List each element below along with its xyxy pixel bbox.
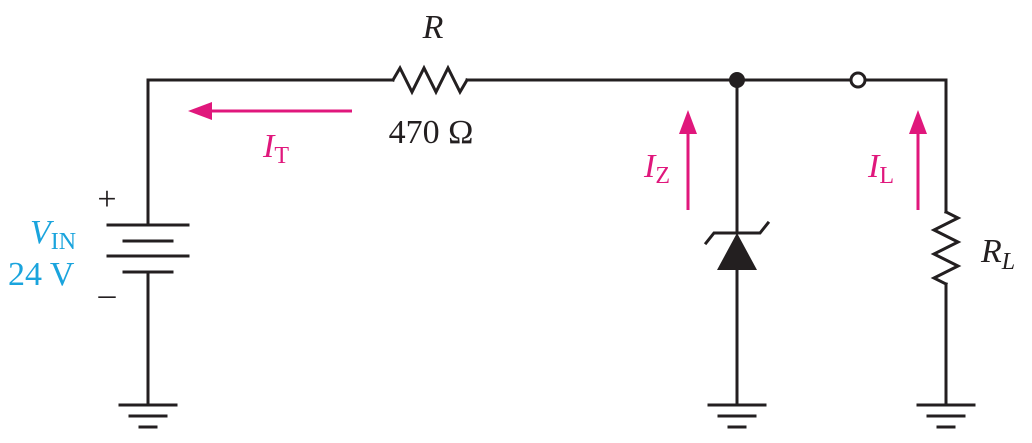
current-load-label: IL (867, 148, 894, 189)
battery-plus-sign: + (97, 181, 116, 218)
current-total-label: IT (262, 128, 289, 169)
output-terminal (849, 71, 867, 89)
current-zener-label: IZ (643, 148, 670, 189)
load-resistor: RL (930, 209, 1015, 287)
source-symbol-label: VIN (30, 214, 76, 255)
zener-diode (703, 220, 771, 270)
ground-zener (707, 403, 767, 429)
zener-triangle (717, 233, 757, 270)
current-load-arrow-head (909, 110, 927, 134)
current-zener-arrow-head (679, 110, 697, 134)
current-total: IT (188, 102, 352, 169)
resistor-value-label: 470 Ω (389, 114, 474, 151)
load-resistor-zigzag (930, 209, 962, 287)
current-load: IL (867, 110, 927, 210)
series-resistor: R 470 Ω (389, 9, 474, 151)
wire-top-right (863, 78, 948, 214)
junction-dot (729, 72, 745, 88)
current-total-arrow-head (188, 102, 212, 120)
load-resistor-label: RL (980, 233, 1015, 275)
zener-bar (703, 220, 771, 246)
battery-minus-sign: – (98, 276, 117, 313)
battery-source: + – VIN 24 V (8, 181, 190, 313)
ground-source (118, 403, 178, 429)
wires (146, 78, 948, 407)
wire-top-left (146, 78, 395, 227)
ground-load (916, 403, 976, 429)
resistor-zigzag (390, 64, 470, 96)
current-zener: IZ (643, 110, 697, 210)
resistor-name-label: R (422, 9, 444, 46)
source-value-label: 24 V (8, 256, 75, 293)
